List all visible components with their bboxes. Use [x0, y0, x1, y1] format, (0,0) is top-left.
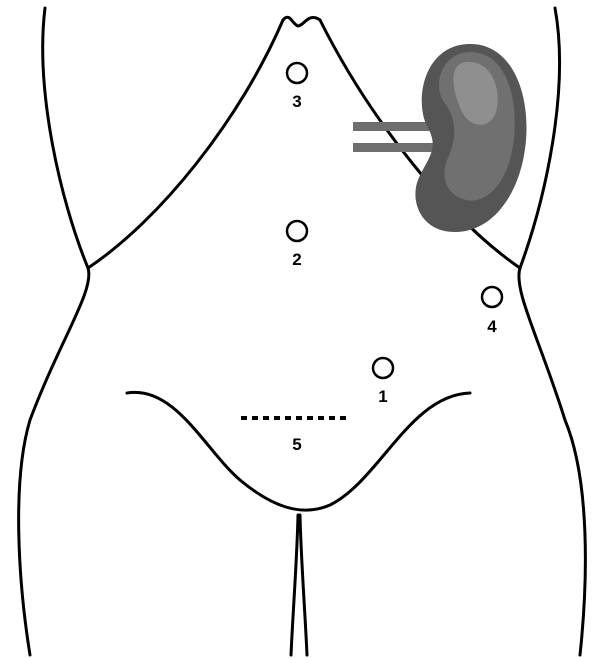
xiphoid-notch [283, 17, 320, 26]
left-body-contour [19, 8, 89, 655]
incision-5: 5 [241, 418, 350, 454]
port-1: 1 [373, 358, 393, 406]
inner-thigh-right [300, 515, 307, 655]
port-label: 1 [378, 387, 387, 406]
right-body-contour [519, 8, 586, 655]
rib-cage-left [88, 20, 283, 268]
instrument-rods-icon [353, 122, 435, 152]
port-4: 4 [482, 287, 502, 336]
port-3: 3 [287, 63, 307, 111]
port-label: 3 [292, 92, 301, 111]
port-label: 2 [292, 250, 301, 269]
incision-label: 5 [292, 435, 301, 454]
port-2: 2 [287, 221, 307, 269]
kidney-icon [415, 44, 526, 232]
port-label: 4 [487, 317, 497, 336]
inner-thigh-left [291, 515, 298, 655]
